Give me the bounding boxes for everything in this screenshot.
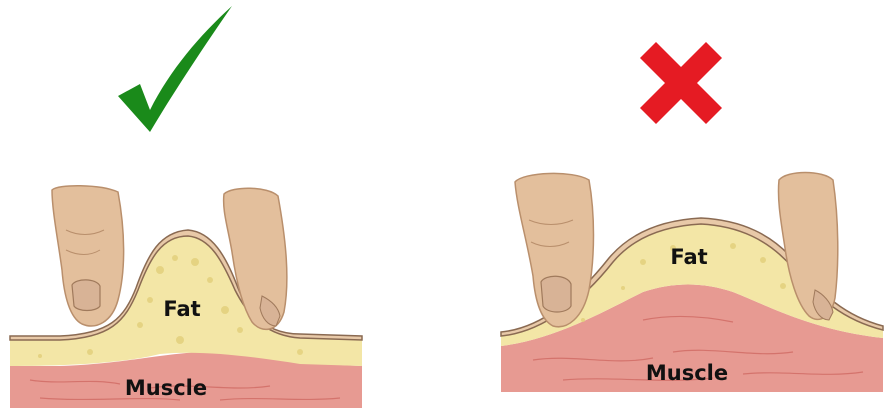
- left-finger: [52, 186, 124, 326]
- fat-label: Fat: [163, 297, 200, 321]
- green-checkmark-icon: [118, 6, 232, 132]
- left-finger: [515, 173, 594, 326]
- red-x-icon: [640, 42, 722, 124]
- correct-technique-panel: Fat Muscle: [0, 0, 443, 408]
- fat-label: Fat: [670, 245, 707, 269]
- incorrect-technique-illustration: Fat Muscle: [443, 0, 886, 408]
- correct-technique-illustration: Fat Muscle: [0, 0, 443, 408]
- muscle-label: Muscle: [125, 376, 207, 400]
- incorrect-technique-panel: Fat Muscle: [443, 0, 886, 408]
- muscle-label: Muscle: [646, 361, 728, 385]
